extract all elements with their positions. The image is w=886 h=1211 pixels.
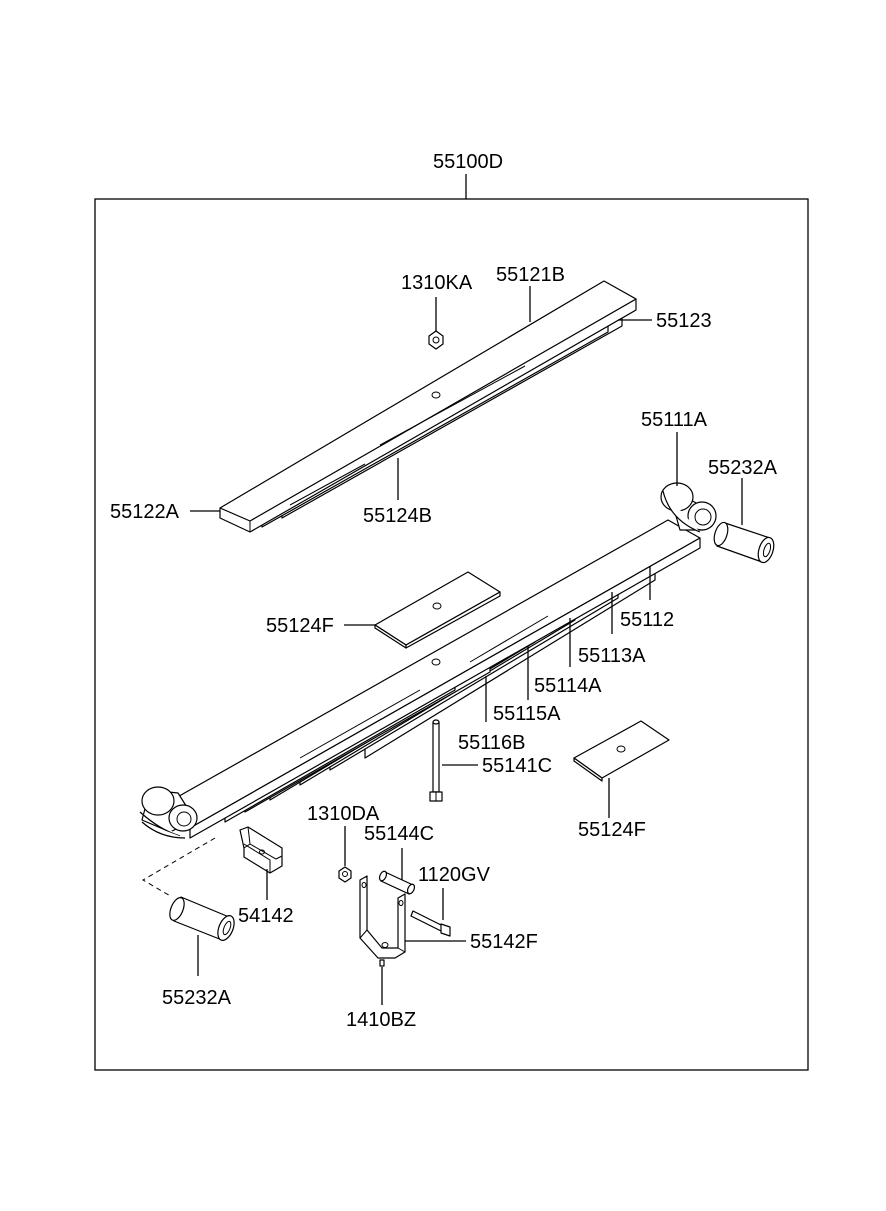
shackle-55142F[interactable]: [359, 875, 406, 959]
label-55121B[interactable]: 55121B: [496, 264, 565, 286]
center-bolt-hole: [431, 391, 441, 399]
label-55124F-top[interactable]: 55124F: [266, 615, 334, 637]
label-55113A[interactable]: 55113A: [578, 645, 646, 667]
label-1310DA[interactable]: 1310DA: [307, 803, 380, 825]
label-54142[interactable]: 54142: [238, 905, 294, 927]
spacer-plate-55124F-upper[interactable]: [374, 571, 501, 649]
label-55116B[interactable]: 55116B: [458, 732, 525, 754]
screw-1410BZ[interactable]: [379, 959, 385, 967]
label-55115A[interactable]: 55115A: [493, 703, 561, 725]
nut-1310DA[interactable]: [338, 866, 352, 883]
label-1410BZ[interactable]: 1410BZ: [346, 1009, 416, 1031]
label-55114A[interactable]: 55114A: [534, 675, 602, 697]
main-center-hole: [431, 658, 441, 666]
clip-54142[interactable]: [239, 826, 283, 874]
label-55124B[interactable]: 55124B: [363, 505, 432, 527]
label-55122A[interactable]: 55122A: [110, 501, 180, 523]
nut-1310KA[interactable]: [428, 330, 444, 350]
assembly-guide-dashed: [142, 837, 216, 898]
bushing-55232A-right[interactable]: [712, 521, 777, 565]
label-55111A[interactable]: 55111A: [641, 409, 708, 431]
label-1120GV[interactable]: 1120GV: [418, 864, 491, 886]
pin-55144C[interactable]: [378, 870, 416, 895]
label-55232A-bottom[interactable]: 55232A: [162, 987, 232, 1009]
label-1310KA[interactable]: 1310KA: [401, 272, 473, 294]
main-spring-pack[interactable]: [139, 482, 717, 839]
label-55142F[interactable]: 55142F: [470, 931, 538, 953]
label-55232A-top[interactable]: 55232A: [708, 457, 778, 479]
label-55123[interactable]: 55123: [656, 310, 712, 332]
right-spring-eye[interactable]: [660, 482, 717, 533]
spacer-plate-55124F-lower[interactable]: [573, 720, 670, 782]
label-55141C[interactable]: 55141C: [482, 755, 552, 777]
left-spring-eye[interactable]: [139, 786, 198, 839]
bushing-55232A-left[interactable]: [167, 896, 237, 943]
label-assembly[interactable]: 55100D: [433, 151, 503, 173]
center-bolt-55141C[interactable]: [429, 719, 443, 802]
upper-spring-pack[interactable]: [219, 280, 637, 533]
label-55124F-bottom[interactable]: 55124F: [578, 819, 646, 841]
bolt-1120GV[interactable]: [410, 910, 451, 937]
assembly-frame: [94, 198, 809, 1071]
label-55112[interactable]: 55112: [620, 609, 674, 631]
label-55144C[interactable]: 55144C: [364, 823, 434, 845]
